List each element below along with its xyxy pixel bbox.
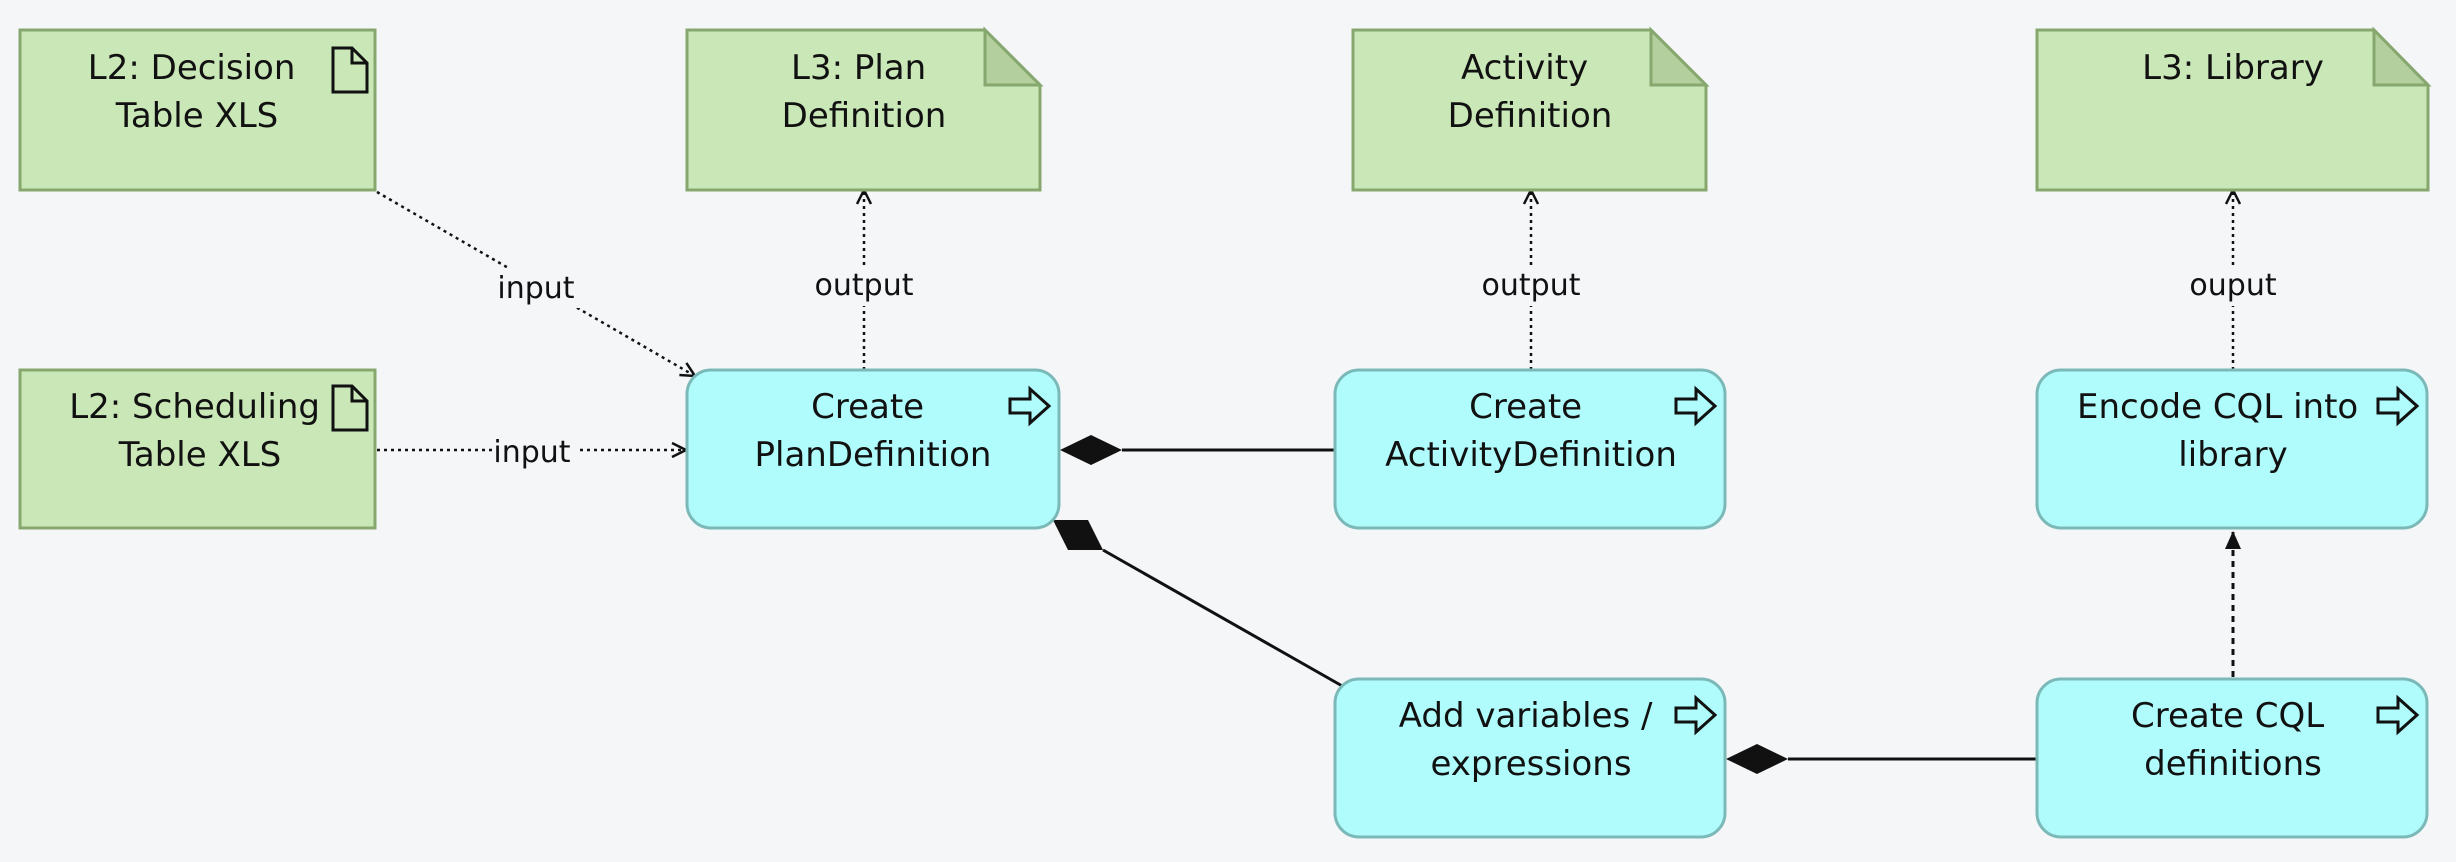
edge-scheduling-input: input [377, 432, 689, 470]
artifact-plan-definition-label-2: Definition [782, 96, 947, 136]
edge-label-library-output: ouput [2189, 268, 2276, 303]
artifact-decision-table-label-2: Table XLS [115, 96, 279, 136]
process-arrow-icon [1674, 694, 1718, 736]
process-encode-cql-label-2: library [2178, 435, 2287, 475]
process-create-plandefinition[interactable]: Create PlanDefinition [685, 368, 1061, 530]
composition-diamond-activity [1060, 435, 1122, 465]
edge-label-scheduling-input: input [493, 435, 570, 470]
artifact-scheduling-table-label-2: Table XLS [118, 435, 282, 475]
edge-label-decision-input: input [497, 271, 574, 306]
svg-text:L3: Plan Definition: L3: Plan Definition [782, 48, 947, 136]
process-add-variables-label-1: Add variables / [1399, 696, 1653, 736]
artifact-activity-definition[interactable]: Activity Definition [1351, 26, 1710, 192]
edge-plan-output: output [808, 187, 920, 370]
artifact-activity-definition-label-1: Activity [1461, 48, 1588, 88]
svg-text:Create ActivityDefinitio: Create ActivityDefinition [1385, 387, 1677, 475]
artifact-library[interactable]: L3: Library [2035, 26, 2432, 192]
edge-library-output: ouput [2180, 187, 2286, 370]
document-icon [331, 384, 369, 432]
process-create-cql-label-2: definitions [2144, 744, 2322, 784]
artifact-scheduling-table[interactable]: L2: Scheduling Table XLS [18, 368, 377, 530]
process-create-plandefinition-label-1: Create [811, 387, 924, 427]
edge-activity-output: output [1475, 187, 1587, 370]
svg-text:L2: Scheduling Table XLS: L2: Scheduling Table XLS [69, 387, 331, 475]
composition-diamond-variables [1053, 520, 1103, 550]
process-arrow-icon [2376, 694, 2420, 736]
svg-text:Activity Definition: Activity Definition [1448, 48, 1613, 136]
artifact-decision-table-label-1: L2: Decision [88, 48, 296, 88]
svg-text:Add variables / expressi: Add variables / expressions [1399, 696, 1664, 784]
artifact-decision-table[interactable]: L2: Decision Table XLS [18, 28, 377, 192]
edge-composition-cql [1726, 744, 2037, 774]
artifact-activity-definition-label-2: Definition [1448, 96, 1613, 136]
process-arrow-icon [1674, 385, 1718, 427]
svg-text:Create PlanDefinition: Create PlanDefinition [755, 387, 992, 475]
edge-composition-variables [1053, 520, 1345, 689]
process-create-activitydefinition[interactable]: Create ActivityDefinition [1333, 368, 1727, 530]
process-create-cql[interactable]: Create CQL definitions [2035, 677, 2429, 839]
process-create-plandefinition-label-2: PlanDefinition [755, 435, 992, 475]
edge-decision-input: input [376, 190, 698, 378]
edge-composition-activity [1060, 435, 1335, 465]
svg-text:Encode CQL into library: Encode CQL into library [2077, 387, 2369, 475]
process-create-activitydefinition-label-2: ActivityDefinition [1385, 435, 1677, 475]
artifact-library-label-1: L3: Library [2142, 48, 2324, 88]
process-encode-cql[interactable]: Encode CQL into library [2035, 368, 2429, 530]
svg-text:L2: Decision Table XLS: L2: Decision Table XLS [88, 48, 306, 136]
svg-text:L3: Library: L3: Library [2142, 48, 2324, 88]
artifact-scheduling-table-label-1: L2: Scheduling [69, 387, 320, 427]
process-add-variables[interactable]: Add variables / expressions [1333, 677, 1727, 839]
process-add-variables-label-2: expressions [1430, 744, 1631, 784]
svg-text:Create CQL definitions: Create CQL definitions [2131, 696, 2335, 784]
composition-diamond-cql [1726, 744, 1788, 774]
document-icon [331, 46, 369, 94]
process-create-cql-label-1: Create CQL [2131, 696, 2324, 736]
edge-label-activity-output: output [1482, 268, 1581, 303]
process-arrow-icon [1008, 385, 1052, 427]
process-encode-cql-label-1: Encode CQL into [2077, 387, 2358, 427]
process-create-activitydefinition-label-1: Create [1469, 387, 1582, 427]
artifact-plan-definition-label-1: L3: Plan [791, 48, 926, 88]
artifact-plan-definition[interactable]: L3: Plan Definition [685, 26, 1044, 192]
process-arrow-icon [2376, 385, 2420, 427]
edge-label-plan-output: output [815, 268, 914, 303]
